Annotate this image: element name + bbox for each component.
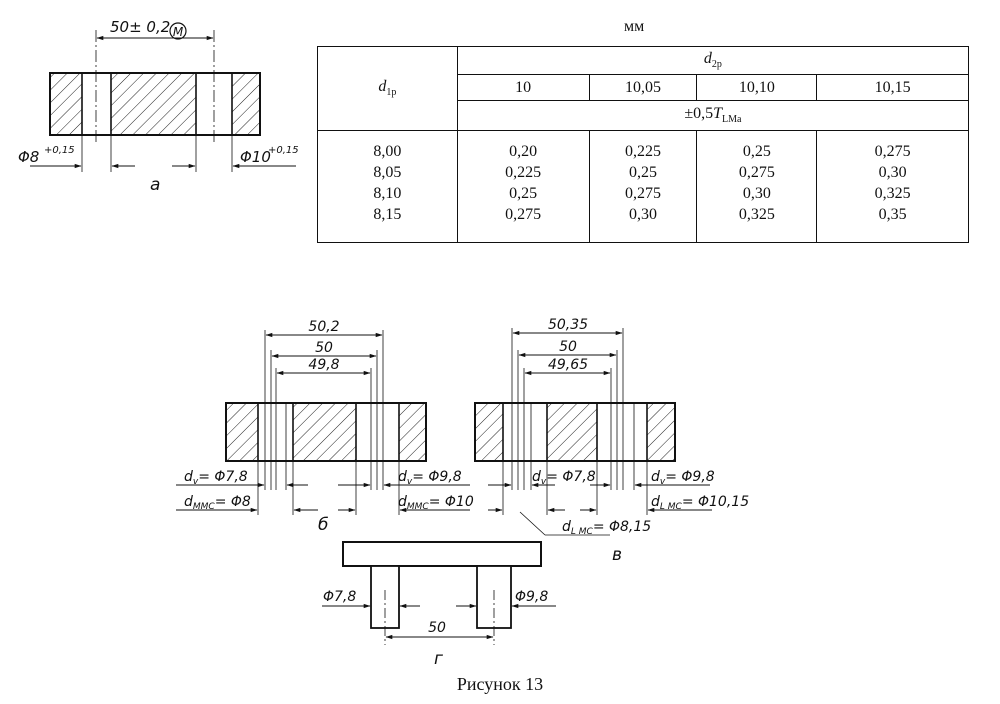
values-column: 0,20 0,225 0,25 0,275	[456, 130, 590, 243]
table-cell: 0,20	[509, 143, 538, 160]
pin-spacing-label: 50	[428, 620, 446, 636]
values-column: 0,275 0,30 0,325 0,35	[816, 130, 969, 243]
figure-b-labels: 50,2 50 49,8 dv= Φ7,8 dMMC= Φ8 dv= Φ9,8 …	[184, 319, 474, 535]
mmc-modifier-symbol: M	[173, 25, 184, 39]
left-lmc-size-label: dL MC= Φ8,15	[562, 519, 651, 537]
col-header: 10	[456, 74, 590, 101]
dim-nominal-label: 50	[559, 339, 577, 355]
table-cell: 0,275	[874, 143, 911, 160]
figure-a-labels: 50± 0,2 M Φ8 +0,15 Φ10 +0,15 а	[18, 18, 299, 195]
table-cell: 0,25	[742, 143, 771, 160]
figure-c-labels: 50,35 50 49,65 dv= Φ7,8 dL MC= Φ8,15 dv=…	[532, 317, 749, 565]
table-cell: 0,275	[738, 164, 775, 181]
tolerance-table: d1р d2р 10 10,05 10,10 10,15 ±0,5TLMa 8,…	[317, 46, 970, 243]
table-cell: 0,325	[874, 185, 911, 202]
table-cell: 8,00	[373, 143, 402, 160]
col-group-header-d2: d2р	[456, 46, 970, 75]
left-mmc-size-label: dMMC= Φ8	[184, 494, 251, 512]
figure-c-label: в	[612, 545, 622, 565]
table-cell: 8,15	[373, 206, 402, 223]
figure-b-label: б	[318, 515, 328, 535]
table-cell: 0,225	[505, 164, 542, 181]
table-cell: 0,25	[628, 164, 657, 181]
dim-outer-label: 50,2	[308, 319, 339, 335]
table-cell: 8,10	[373, 185, 402, 202]
right-mmc-size-label: dMMC= Φ10	[398, 494, 474, 512]
table-cell: 0,35	[878, 206, 907, 223]
tolerance-header: ±0,5TLMa	[456, 100, 970, 131]
dim-outer-label: 50,35	[548, 317, 588, 333]
dim-nominal-label: 50	[315, 340, 333, 356]
right-virtual-size-label: dv= Φ9,8	[398, 469, 462, 487]
right-pin-diameter: Φ9,8	[515, 589, 548, 605]
right-hole-tolerance: +0,15	[268, 145, 299, 156]
table-cell: 0,30	[742, 185, 771, 202]
table-cell: 0,325	[738, 206, 775, 223]
right-lmc-size-label: dL MC= Φ10,15	[651, 494, 749, 512]
table-cell: 0,225	[624, 143, 661, 160]
values-column: 0,225 0,25 0,275 0,30	[588, 130, 698, 243]
right-hole-diameter: Φ10	[240, 148, 271, 166]
figure-d	[322, 541, 556, 645]
table-cell: 0,275	[505, 206, 542, 223]
left-pin-diameter: Φ7,8	[323, 589, 356, 605]
col-header: 10,10	[696, 74, 818, 101]
table-cell: 0,30	[628, 206, 657, 223]
figure-a	[30, 22, 296, 172]
dim-spacing-label: 50± 0,2	[110, 18, 170, 36]
table-cell: 0,275	[624, 185, 661, 202]
figure-d-labels: Φ7,8 Φ9,8 50 г	[323, 589, 548, 669]
dim-inner-label: 49,8	[308, 357, 339, 373]
table-unit: мм	[624, 18, 645, 35]
table-cell: 0,30	[878, 164, 907, 181]
left-hole-diameter: Φ8	[18, 148, 39, 166]
left-virtual-size-label: dv= Φ7,8	[184, 469, 248, 487]
row-header-d1: d1р	[317, 46, 458, 131]
values-column: 0,25 0,275 0,30 0,325	[696, 130, 818, 243]
table-cell: 0,25	[509, 185, 538, 202]
dim-inner-label: 49,65	[548, 357, 588, 373]
col-header: 10,15	[816, 74, 969, 101]
left-virtual-size-label: dv= Φ7,8	[532, 469, 596, 487]
figure-c	[474, 328, 712, 536]
figure-b	[176, 330, 470, 515]
right-virtual-size-label: dv= Φ9,8	[651, 469, 715, 487]
d1-values-column: 8,00 8,05 8,10 8,15	[317, 130, 458, 243]
figure-a-label: а	[150, 175, 160, 195]
table-cell: 8,05	[373, 164, 402, 181]
figure-caption: Рисунок 13	[456, 674, 544, 694]
left-hole-tolerance: +0,15	[44, 145, 75, 156]
col-header: 10,05	[588, 74, 698, 101]
figure-d-label: г	[434, 649, 443, 669]
